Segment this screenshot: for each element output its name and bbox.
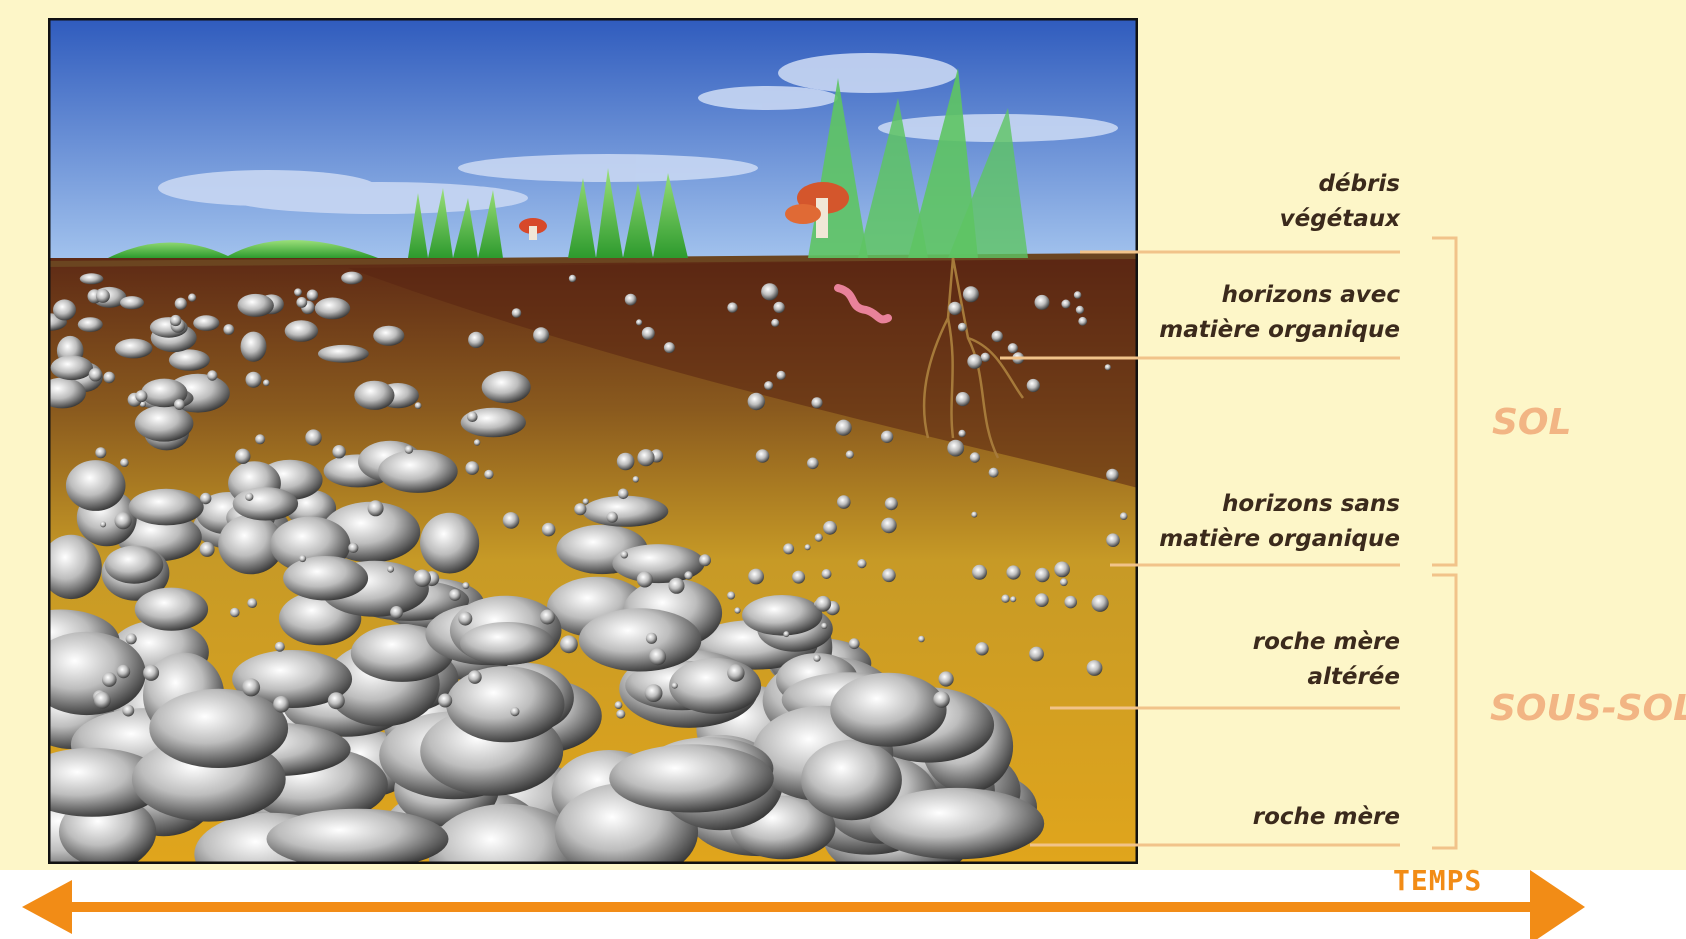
- label-horizons-avec: horizons avec matière organique: [1070, 278, 1400, 348]
- horizon-labels: débris végétaux horizons avec matière or…: [1070, 0, 1400, 870]
- group-label-sous-sol: SOUS-SOL: [1490, 688, 1686, 729]
- label-roche-mere: roche mère: [1070, 800, 1400, 835]
- label-roche-mere-alteree: roche mère altérée: [1070, 625, 1400, 695]
- axis-label-temps: TEMPS: [1393, 864, 1482, 897]
- label-debris-vegetaux: débris végétaux: [1070, 167, 1400, 237]
- label-horizons-sans: horizons sans matière organique: [1070, 487, 1400, 557]
- bracket-sol: [1432, 238, 1456, 565]
- group-label-sol: SOL: [1492, 402, 1571, 443]
- time-arrow: [22, 870, 1585, 939]
- bracket-sous-sol: [1432, 575, 1456, 848]
